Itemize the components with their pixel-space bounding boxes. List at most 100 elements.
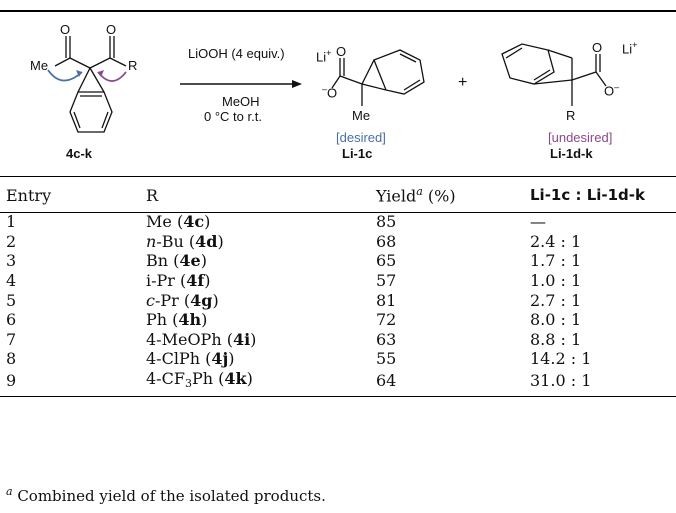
header-entry: Entry: [6, 185, 52, 205]
cell-yield: 55: [376, 349, 397, 369]
r-text: Bn (: [146, 251, 180, 271]
cell-ratio: 14.2 : 1: [530, 349, 592, 369]
conditions-label: 0 °C to r.t.: [204, 109, 262, 124]
cell-yield: 85: [376, 212, 397, 232]
product1-label: Li-1c: [342, 146, 373, 161]
cell-ratio: 2.7 : 1: [530, 290, 582, 310]
cell-entry: 2: [6, 231, 17, 251]
r-text: Ph (: [146, 310, 179, 330]
cell-ratio: —: [530, 212, 546, 232]
product2-li: Li+: [622, 40, 638, 57]
product2-r: R: [566, 108, 576, 123]
r-close: ): [201, 310, 208, 330]
r-close: ): [204, 212, 211, 232]
cell-r: c-Pr (4g): [140, 290, 370, 310]
reaction-arrowhead: [292, 80, 302, 88]
compound-number: 4f: [186, 271, 205, 291]
cell-r: n-Bu (4d): [140, 232, 370, 252]
cell-entry: 7: [6, 329, 17, 349]
compound-number: 4k: [224, 368, 247, 388]
table-header-row: Entry R Yielda (%) Li-1c : Li-1d-k: [0, 178, 676, 212]
cell-entry: 1: [6, 212, 17, 232]
r-text: Me (: [146, 212, 184, 232]
product1-structure: [331, 49, 425, 106]
header-rule: [0, 212, 676, 213]
header-ratio: Li-1c : Li-1d-k: [530, 186, 645, 204]
product2-structure: [501, 43, 607, 106]
yield-table: Entry R Yielda (%) Li-1c : Li-1d-k 1 Me (…: [0, 178, 676, 393]
product1-oxygen: O: [336, 44, 347, 59]
cell-entry: 9: [6, 371, 17, 391]
header-r: R: [146, 185, 159, 205]
top-rule: [0, 10, 676, 12]
r-close: ): [246, 368, 253, 388]
header-yield: Yielda (%): [376, 184, 456, 206]
r-subscript: 3: [184, 376, 192, 390]
r-text: -Pr (: [154, 290, 191, 310]
cell-r: 4-ClPh (4j): [140, 349, 370, 369]
r-text: -Bu (: [156, 231, 196, 251]
cell-yield: 81: [376, 290, 397, 310]
cell-yield: 72: [376, 310, 397, 330]
table-row: 6 Ph (4h) 72 8.0 : 1: [0, 310, 676, 330]
cell-yield: 57: [376, 271, 397, 291]
purple-arrowhead: [98, 70, 104, 77]
table-row: 1 Me (4c) 85 —: [0, 212, 676, 232]
cell-ratio: 1.0 : 1: [530, 271, 582, 291]
r-text: 4-CF: [146, 368, 185, 388]
product2-label: Li-1d-k: [550, 146, 593, 161]
table-row: 5 c-Pr (4g) 81 2.7 : 1: [0, 290, 676, 310]
reactant-me: Me: [30, 58, 49, 73]
reactant-structure: [54, 36, 127, 133]
scheme-drawing: [47, 36, 607, 133]
cell-ratio: 8.0 : 1: [530, 310, 582, 330]
cell-entry: 5: [6, 290, 17, 310]
cell-ratio: 8.8 : 1: [530, 329, 582, 349]
reactant-r: R: [128, 58, 138, 73]
r-close: ): [250, 329, 257, 349]
r-text: 4-MeOPh (: [146, 329, 233, 349]
product2-oxide: O–: [604, 82, 620, 99]
product1-tag: [desired]: [336, 130, 386, 145]
compound-number: 4h: [178, 310, 202, 330]
table-row: 8 4-ClPh (4j) 55 14.2 : 1: [0, 349, 676, 369]
r-close: ): [217, 231, 224, 251]
cell-r: Me (4c): [140, 212, 370, 232]
footnote: a Combined yield of the isolated product…: [6, 485, 326, 505]
cell-yield: 63: [376, 329, 397, 349]
r-close: ): [212, 290, 219, 310]
compound-number: 4e: [179, 251, 201, 271]
reagent-label: LiOOH (4 equiv.): [188, 46, 285, 61]
cell-entry: 8: [6, 349, 17, 369]
cell-ratio: 1.7 : 1: [530, 251, 582, 271]
cell-yield: 68: [376, 231, 397, 251]
reactant-oxygen-left: O: [60, 22, 71, 37]
scheme-rule: [0, 176, 676, 177]
cell-r: Ph (4h): [140, 310, 370, 330]
cell-r: i-Pr (4f): [140, 271, 370, 291]
table-row: 2 n-Bu (4d) 68 2.4 : 1: [0, 232, 676, 252]
plus-sign: +: [458, 74, 468, 91]
solvent-label: MeOH: [222, 94, 260, 109]
r-text: 4-ClPh (: [146, 349, 212, 369]
r-close: ): [200, 251, 207, 271]
reactant-oxygen-right: O: [106, 22, 117, 37]
compound-number: 4d: [195, 231, 218, 251]
bottom-rule: [0, 396, 676, 397]
cell-entry: 6: [6, 310, 17, 330]
compound-number: 4g: [190, 290, 213, 310]
r-close: ): [228, 349, 235, 369]
product2-tag: [undesired]: [548, 130, 613, 145]
reaction-scheme: O O Me R 4c-k LiOOH (4 equiv.) MeOH 0 °C…: [0, 10, 676, 170]
product1-oxide: –O: [322, 84, 338, 101]
r-italic-prefix: c: [146, 290, 155, 310]
compound-number: 4j: [211, 349, 229, 369]
cell-ratio: 31.0 : 1: [530, 371, 592, 391]
cell-ratio: 2.4 : 1: [530, 231, 582, 251]
cell-yield: 64: [376, 371, 397, 391]
r-close: ): [204, 271, 211, 291]
